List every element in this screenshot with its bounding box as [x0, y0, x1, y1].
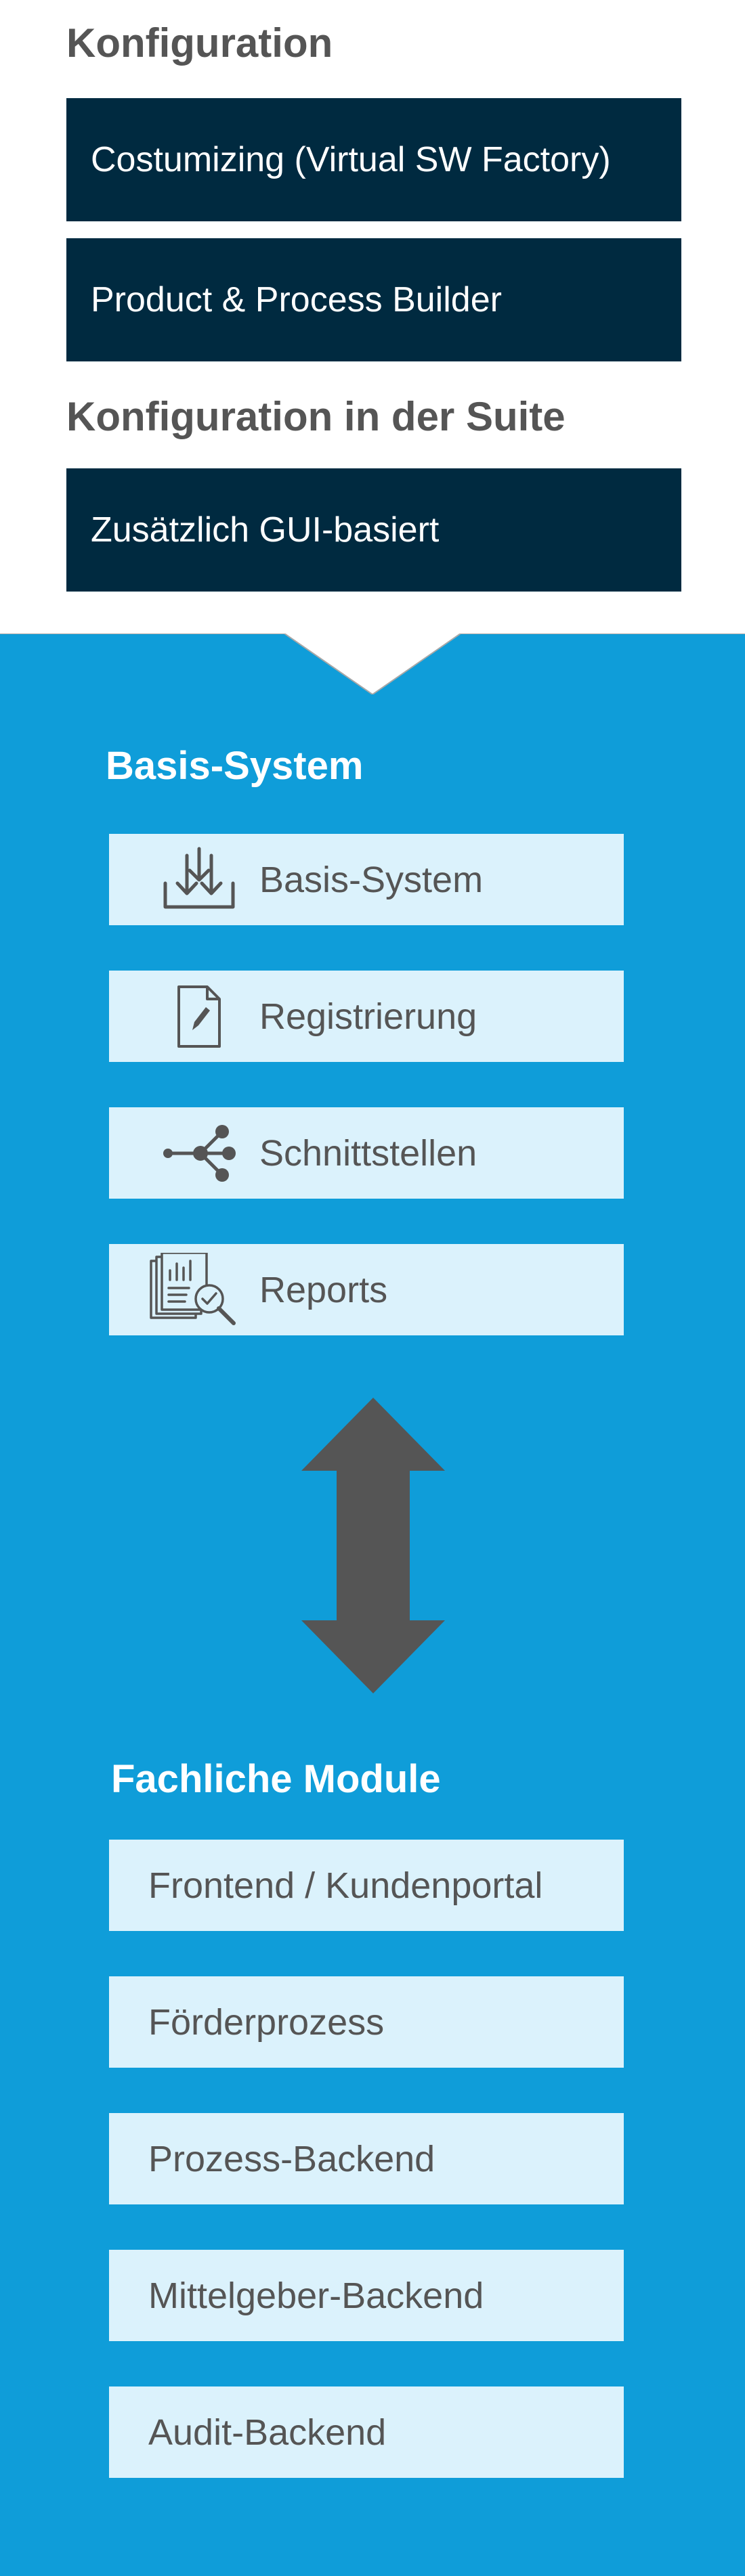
module-audit-backend: Audit-Backend: [109, 2386, 624, 2478]
module-prozess-backend: Prozess-Backend: [109, 2113, 624, 2204]
network-nodes-icon: [148, 1107, 250, 1199]
reports-box: Reports: [109, 1244, 624, 1335]
reports-label: Reports: [259, 1269, 388, 1310]
double-arrow-icon: [301, 1398, 445, 1693]
fachliche-module-heading: Fachliche Module: [111, 1757, 441, 1801]
konfiguration-heading: Konfiguration: [66, 20, 333, 66]
configuration-panel: Konfiguration Costumizing (Virtual SW Fa…: [0, 0, 745, 634]
schnittstellen-label: Schnittstellen: [259, 1132, 477, 1174]
module-frontend-kundenportal: Frontend / Kundenportal: [109, 1840, 624, 1931]
basis-system-box: Basis-System: [109, 834, 624, 925]
document-edit-icon: [148, 971, 250, 1062]
suite-heading: Konfiguration in der Suite: [66, 394, 566, 439]
registrierung-label: Registrierung: [259, 996, 477, 1037]
report-search-icon: [143, 1244, 244, 1335]
basis-system-label: Basis-System: [259, 859, 484, 900]
registrierung-box: Registrierung: [109, 971, 624, 1062]
basis-system-heading: Basis-System: [106, 744, 364, 788]
panel-pointer: [0, 634, 745, 694]
module-mittelgeber-backend: Mittelgeber-Backend: [109, 2250, 624, 2341]
schnittstellen-box: Schnittstellen: [109, 1107, 624, 1199]
product-process-builder-box: Product & Process Builder: [66, 238, 681, 361]
module-foerderprozess: Förderprozess: [109, 1976, 624, 2068]
costumizing-box: Costumizing (Virtual SW Factory): [66, 98, 681, 221]
gui-based-box: Zusätzlich GUI-basiert: [66, 468, 681, 592]
download-tray-icon: [148, 834, 250, 925]
